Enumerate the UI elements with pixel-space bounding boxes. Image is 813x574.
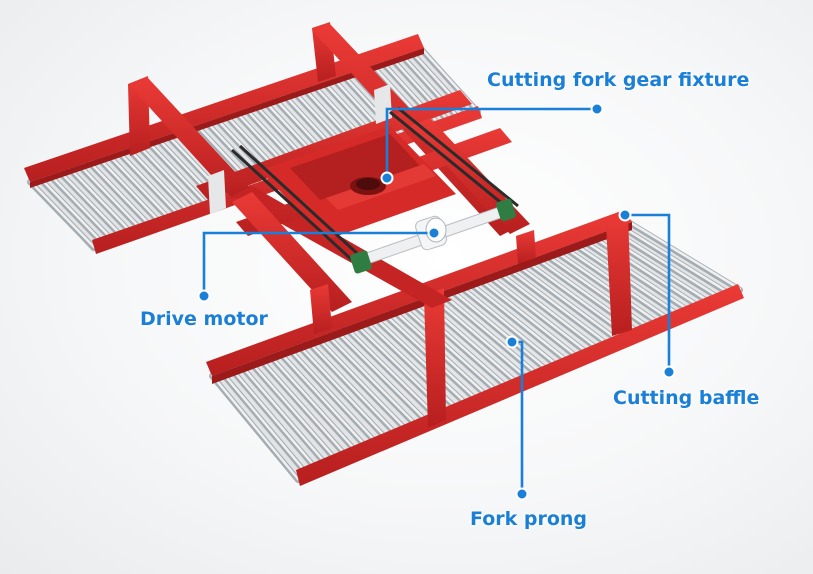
roller-highlight bbox=[116, 149, 182, 218]
roller-highlight bbox=[428, 293, 531, 381]
callout-fork-prong-label: Fork prong bbox=[470, 508, 588, 530]
roller-highlight bbox=[239, 363, 330, 468]
roller-highlight bbox=[551, 247, 661, 325]
gear-fixture-end-dot bbox=[590, 102, 604, 116]
callout-dots bbox=[197, 102, 676, 501]
gear-fixture-leader bbox=[385, 107, 597, 178]
roller-highlight bbox=[494, 268, 601, 351]
callout-lines bbox=[202, 107, 671, 494]
roller-highlight bbox=[58, 169, 125, 239]
fork-prong-end-dot bbox=[515, 487, 529, 501]
roller-highlight bbox=[295, 342, 390, 442]
roller-highlight bbox=[276, 349, 370, 451]
roller-highlight bbox=[145, 139, 211, 208]
roller-highlight bbox=[503, 265, 611, 347]
cutting-baffle-anchor-dot bbox=[618, 208, 632, 222]
roller-highlight bbox=[305, 338, 400, 438]
roller-highlight bbox=[324, 331, 420, 429]
callout-gear-fixture-label: Cutting fork gear fixture bbox=[487, 69, 750, 91]
roller-highlight bbox=[626, 219, 742, 291]
roller-highlight bbox=[87, 159, 153, 228]
chain-drive bbox=[230, 106, 519, 262]
roller-highlight bbox=[97, 156, 163, 225]
gear-fixture-anchor-dot bbox=[380, 171, 394, 185]
roller-highlight bbox=[541, 251, 651, 330]
drive-motor-anchor-dot bbox=[427, 226, 441, 240]
roller-highlight bbox=[77, 163, 144, 232]
callout-cutting-baffle-label: Cutting baffle bbox=[613, 387, 760, 409]
roller-highlight bbox=[67, 166, 134, 235]
roller-highlight bbox=[267, 352, 360, 455]
fork-prong-anchor-dot bbox=[505, 335, 519, 349]
roller-highlight bbox=[333, 328, 430, 425]
roller-highlight bbox=[484, 272, 591, 356]
drive-motor-leader bbox=[202, 231, 434, 296]
roller-highlight bbox=[286, 345, 380, 446]
roller-highlight bbox=[106, 152, 173, 222]
roller-highlight bbox=[475, 275, 581, 360]
roller-highlight bbox=[258, 356, 350, 459]
roller-highlight bbox=[126, 146, 192, 215]
drive-motor-end-dot bbox=[197, 289, 211, 303]
roller-highlight bbox=[371, 314, 471, 407]
roller-highlight bbox=[466, 279, 571, 364]
right-fork-prong bbox=[206, 210, 744, 486]
roller-highlight bbox=[343, 324, 440, 420]
roller-highlight bbox=[447, 286, 551, 373]
roller-highlight bbox=[38, 176, 105, 245]
cutting-baffle-end-dot bbox=[662, 365, 676, 379]
roller-highlight bbox=[513, 261, 621, 343]
roller-highlight bbox=[136, 142, 201, 211]
callout-drive-motor-label: Drive motor bbox=[140, 308, 268, 330]
roller-highlight bbox=[210, 373, 300, 481]
roller-highlight bbox=[229, 366, 320, 472]
roller-highlight bbox=[456, 282, 561, 368]
roller-highlight bbox=[220, 370, 310, 476]
roller-highlight bbox=[617, 223, 732, 295]
roller-highlight bbox=[399, 303, 501, 394]
cutting-baffle-leader bbox=[625, 213, 671, 372]
roller-highlight bbox=[48, 173, 115, 242]
main-frame bbox=[128, 22, 536, 428]
roller-highlight bbox=[579, 237, 692, 312]
roller-highlight bbox=[28, 179, 96, 249]
roller-highlight bbox=[248, 359, 340, 463]
roller-highlight bbox=[314, 335, 410, 433]
